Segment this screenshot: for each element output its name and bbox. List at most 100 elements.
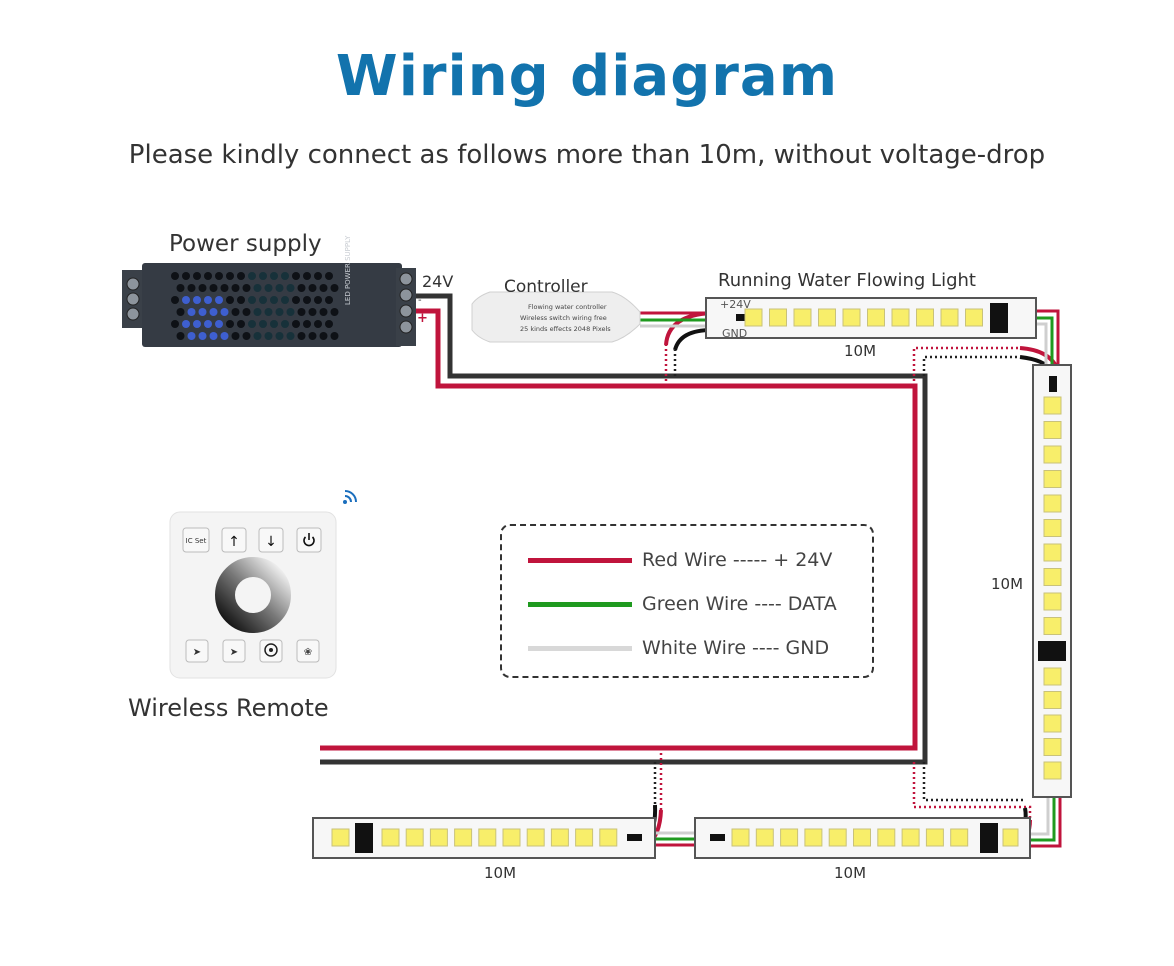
vent-hole [264,308,273,316]
vent-hole [270,320,278,328]
remote-speed-down-button[interactable] [222,639,246,663]
remote-touch-ring[interactable] [215,557,291,633]
vent-hole [171,320,179,328]
strip-top-leds [744,308,983,327]
led-chip [744,308,763,327]
led-chip [818,308,836,327]
vent-hole [198,284,207,292]
strip-right-leds [1043,396,1062,780]
wireless-remote-label: Wireless Remote [128,694,329,722]
vent-hole [270,296,278,304]
vent-hole [204,320,212,328]
led-chip [1043,494,1062,513]
strip-right-ic-chip [1038,641,1066,661]
vent-hole [297,284,306,292]
strip-bottom-left-length: 10M [484,864,517,882]
vent-hole [286,284,295,292]
rocket-icon: ➤ [230,647,238,658]
led-chip [916,308,934,327]
vent-hole [171,296,179,304]
remote-ic-set-button[interactable] [182,527,210,553]
led-chip [454,828,473,847]
led-chip [1043,738,1062,756]
vent-hole [297,332,306,340]
power-icon [303,533,315,547]
led-chip [1043,761,1062,780]
vent-hole [231,332,240,340]
dotted-black-right [922,355,1020,376]
vent-hole [281,320,289,328]
remote-speed-up-button[interactable] [185,639,209,663]
dotted-red-bottom-right [912,762,1032,820]
remote-down-button[interactable] [258,527,284,553]
strip-right-resistor [1049,376,1057,392]
dotted-black-bottom-right [922,762,1025,802]
vent-hole [237,296,245,304]
led-chip [1043,396,1062,415]
vent-hole [292,296,300,304]
vent-hole [303,320,311,328]
vent-hole [187,332,196,340]
page-subtitle: Please kindly connect as follows more th… [128,140,1046,170]
led-chip [769,308,787,327]
controller-line-3: 25 kinds effects 2048 Pixels [520,325,611,333]
wireless-remote-device: IC Set ↑ ↓ ➤ ➤ ❀ [169,490,357,679]
remote-bottom-buttons: ➤ ➤ ❀ [185,639,320,663]
strip-top-resistor [736,314,752,321]
led-chip [1002,828,1019,847]
led-chip [853,828,871,847]
led-chip [526,828,545,847]
led-chip [405,828,424,847]
led-chip [381,828,400,847]
page-title: Wiring diagram [335,44,839,109]
vent-hole [198,308,207,316]
vent-hole [248,320,256,328]
remote-mode-2-button[interactable] [296,639,320,663]
vent-hole [226,296,234,304]
vent-hole [275,284,284,292]
vent-hole [303,272,311,280]
remote-top-buttons: IC Set ↑ ↓ [182,527,322,553]
vent-hole [286,308,295,316]
strip-bottom-left [312,817,656,859]
led-chip [1043,667,1062,686]
vent-hole [330,332,339,340]
led-chip [1043,421,1062,439]
vent-hole [242,332,251,340]
vent-hole [308,284,317,292]
vent-hole [176,284,185,292]
vent-hole [325,296,333,304]
strip-top-ic-chip [990,303,1008,333]
power-supply-voltage: 24V [422,272,454,291]
led-chip [1043,470,1062,488]
led-chip [1043,691,1062,709]
vent-hole [303,296,311,304]
remote-up-button[interactable] [221,527,247,553]
vent-hole [281,272,289,280]
dotted-red-right [912,346,1020,386]
led-chip [1043,568,1062,586]
led-chip [828,828,847,847]
vent-hole [220,284,229,292]
strip-top-pad-plus: +24V [720,298,751,311]
vent-hole [314,272,322,280]
vent-hole [319,308,328,316]
led-chip [940,308,959,327]
vent-hole [292,272,300,280]
vent-hole [275,308,284,316]
remote-ic-set-label: IC Set [186,537,207,545]
vent-hole [292,320,300,328]
vent-hole [193,272,201,280]
up-arrow-icon: ↑ [228,534,240,550]
vent-hole [242,308,251,316]
led-chip [1043,543,1062,562]
legend-item-green: Green Wire ---- DATA [528,592,837,616]
vent-hole [308,332,317,340]
vent-hole [270,272,278,280]
led-chip [755,828,774,847]
vent-hole [171,272,179,280]
remote-body [169,511,337,679]
led-chip [877,828,896,847]
vent-hole [226,272,234,280]
